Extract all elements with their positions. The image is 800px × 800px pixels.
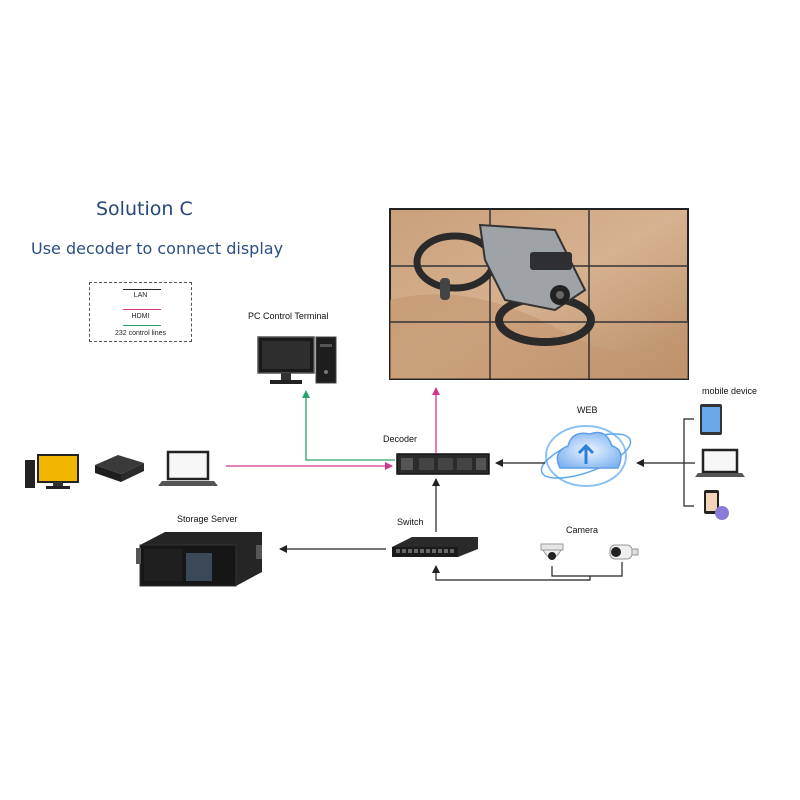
laptop-icon xyxy=(158,450,218,486)
tablet-icon xyxy=(700,404,722,435)
legend-hdmi-label: HDMI xyxy=(131,313,150,320)
legend: LAN HDMI 232 control lines xyxy=(89,282,192,342)
label-web: WEB xyxy=(577,405,598,415)
legend-hdmi-line xyxy=(123,309,161,310)
camera-bracket xyxy=(551,562,623,577)
diagram-subtitle: Use decoder to connect display xyxy=(31,239,284,258)
server-icon xyxy=(136,532,262,587)
legend-control-line xyxy=(123,325,161,326)
label-decoder: Decoder xyxy=(383,434,418,444)
label-storage: Storage Server xyxy=(177,514,238,524)
laptop-icon xyxy=(695,448,745,477)
smartphone-icon xyxy=(704,490,729,520)
label-camera: Camera xyxy=(566,525,599,535)
cloud-icon xyxy=(540,425,632,487)
label-pc-control: PC Control Terminal xyxy=(248,311,329,321)
dome-camera-icon xyxy=(540,543,564,560)
pc-tower-icon xyxy=(257,336,337,384)
switch-icon xyxy=(392,537,478,557)
tv-box-icon xyxy=(95,455,144,482)
label-switch: Switch xyxy=(397,517,424,527)
diagram-title: Solution C xyxy=(96,198,193,220)
video-wall-icon xyxy=(389,208,689,380)
bullet-camera-icon xyxy=(609,544,639,560)
legend-lan-label: LAN xyxy=(133,292,148,299)
camera-switch-line xyxy=(432,565,591,581)
mobile-bracket xyxy=(683,418,694,507)
decoder-icon xyxy=(396,453,490,475)
desktop-pc-icon xyxy=(25,454,79,489)
control-line xyxy=(302,390,395,461)
legend-control-label: 232 control lines xyxy=(115,330,166,337)
legend-lan-line xyxy=(123,289,161,290)
label-mobile: mobile device xyxy=(702,386,758,396)
